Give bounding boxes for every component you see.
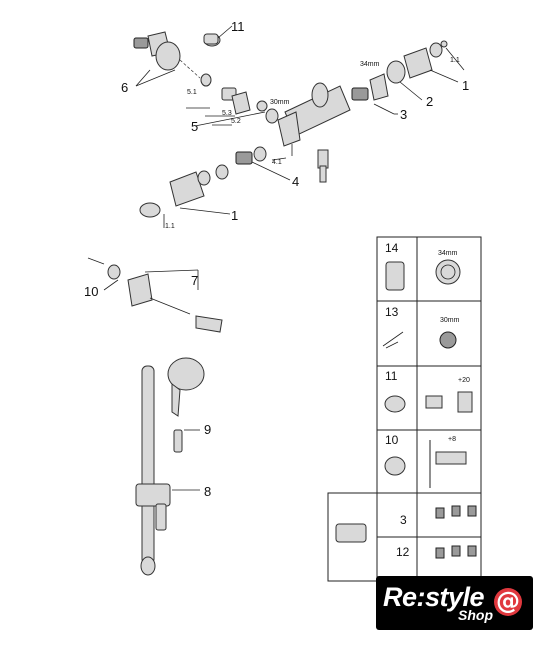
table-cell-11: 11 (385, 369, 398, 383)
callout-1-1-top: 1.1 (450, 57, 460, 64)
callout-5: 5 (191, 119, 198, 134)
callout-8: 8 (204, 484, 211, 499)
callout-2: 2 (426, 94, 433, 109)
callout-1-bottom: 1 (231, 208, 238, 223)
table-cell-13: 13 (385, 305, 399, 319)
callout-6: 6 (121, 80, 128, 95)
logo-shop-text: Shop (458, 607, 493, 623)
callout-5-3: 5.3 (222, 110, 232, 117)
callout-4-1: 4.1 (272, 159, 282, 166)
logo-brand-text: Re:style (383, 582, 485, 612)
label-30mm: 30mm (270, 99, 290, 106)
parts-table: 14 34mm 13 30mm 11 +20 10 +8 (376, 236, 482, 494)
label-34mm: 34mm (360, 61, 380, 68)
part-11-cap: 11 (203, 19, 245, 47)
part-5-elbow-assembly: 5.1 5.3 5.2 5 30mm (186, 73, 290, 134)
callout-10: 10 (84, 284, 98, 299)
thermostat-body (277, 82, 351, 156)
table-dim-34mm: 34mm (438, 250, 458, 257)
right-fittings: 34mm 3 2 1.1 1 (351, 40, 469, 122)
callout-3: 3 (400, 107, 407, 122)
callout-11: 11 (231, 19, 245, 34)
table-cell-10: 10 (385, 433, 399, 447)
callout-5-2: 5.2 (231, 118, 241, 125)
part-1-bottom: 1.1 1 (139, 164, 238, 230)
callout-9: 9 (204, 422, 211, 437)
fittings-table: 3 12 (327, 492, 482, 582)
at-icon: @ (494, 587, 522, 616)
callout-1-top: 1 (462, 78, 469, 93)
callout-1-1-bottom: 1.1 (165, 223, 175, 230)
table-dim-30mm: 30mm (440, 317, 460, 324)
callout-4: 4 (292, 174, 299, 189)
table-cell-14: 14 (385, 241, 399, 255)
table-cell-12: 12 (396, 545, 410, 559)
table-dim-plus8: +8 (448, 436, 456, 443)
callout-5-1: 5.1 (187, 89, 197, 96)
table-dim-plus20: +20 (458, 377, 470, 384)
restyle-shop-logo: Re:style Shop @ (376, 576, 533, 630)
part-6-cap: 6 (121, 31, 201, 95)
shower-rail-assembly: 7 10 9 8 (84, 257, 223, 576)
table-cell-3: 3 (400, 513, 407, 527)
part-4-fitting: 4.1 4 (235, 146, 329, 189)
callout-7: 7 (191, 273, 198, 288)
